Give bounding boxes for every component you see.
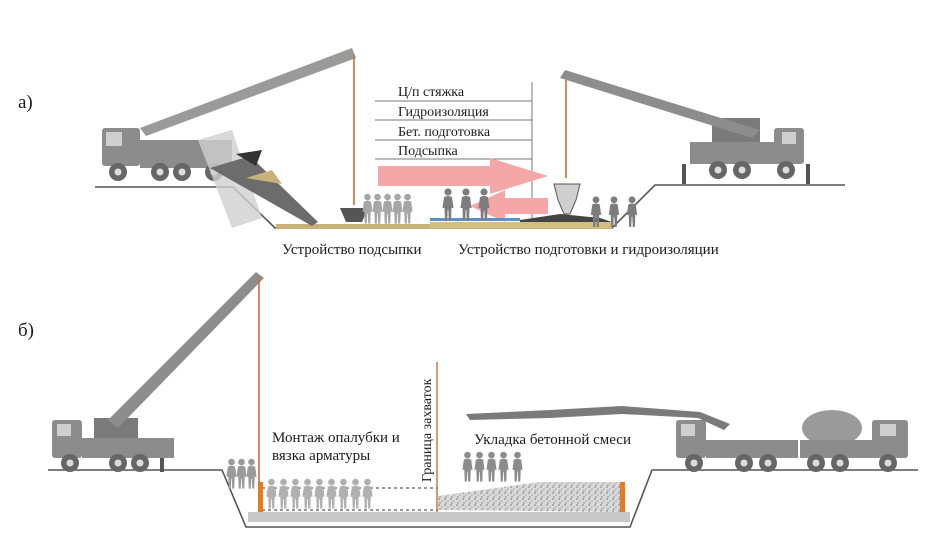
panel-b-label: б) xyxy=(18,320,34,341)
caption-prep-waterproof-work: Устройство подготовки и гидроизоляции xyxy=(458,242,719,258)
sand-pile-a xyxy=(246,170,282,184)
base-slab-b xyxy=(248,512,630,522)
arrow-left xyxy=(470,190,548,222)
prep-layer-a xyxy=(430,222,612,228)
boundary-label: Граница захваток xyxy=(420,378,435,482)
workers-b-left xyxy=(226,458,257,489)
formwork-lines xyxy=(262,487,438,511)
panel-a: а) Ц/п стяжка Гидроизоляция Бет. подгото… xyxy=(18,48,845,258)
caption-formwork-line1: Монтаж опалубки и xyxy=(272,430,400,446)
crane-bucket-a-left xyxy=(340,208,368,222)
crane-boom-a-left xyxy=(140,48,356,136)
workers-a-right xyxy=(590,196,638,228)
crane-boom-b-left xyxy=(108,272,264,428)
workers-a-middle xyxy=(442,188,490,221)
conveyor-a xyxy=(210,156,318,226)
pump-boom xyxy=(466,406,730,430)
conveyor-head-a xyxy=(236,150,262,166)
crane-boom-a-right xyxy=(560,70,760,138)
workers-a-left xyxy=(362,193,413,224)
layer-screed: Ц/п стяжка xyxy=(398,85,465,100)
layer-legend xyxy=(375,82,533,228)
formwork-edge-left xyxy=(258,482,263,512)
caption-fill-work: Устройство подсыпки xyxy=(282,242,422,258)
layer-fill: Подсыпка xyxy=(398,144,459,159)
dump-truck-a xyxy=(102,128,232,181)
soil-pile-a xyxy=(520,214,612,222)
crane-truck-b-left xyxy=(52,418,174,472)
concrete-mix-b xyxy=(438,482,622,512)
waterproof-layer-a xyxy=(430,218,520,221)
layer-concrete-prep: Бет. подготовка xyxy=(398,125,491,140)
panel-a-label: а) xyxy=(18,92,33,113)
panel-b: б) Граница захваток xyxy=(18,272,918,528)
arrow-right xyxy=(378,158,548,194)
concrete-pump-truck xyxy=(676,420,798,472)
formwork-edge-right xyxy=(620,482,625,512)
caption-concreting: Укладка бетонной смеси xyxy=(474,432,631,448)
mixer-truck xyxy=(800,410,908,472)
layer-waterproofing: Гидроизоляция xyxy=(398,105,489,120)
workers-b-concreting xyxy=(462,451,523,482)
concrete-bucket-a xyxy=(553,183,581,215)
workers-b-formwork xyxy=(266,478,373,509)
caption-formwork-line2: вязка арматуры xyxy=(272,448,370,464)
